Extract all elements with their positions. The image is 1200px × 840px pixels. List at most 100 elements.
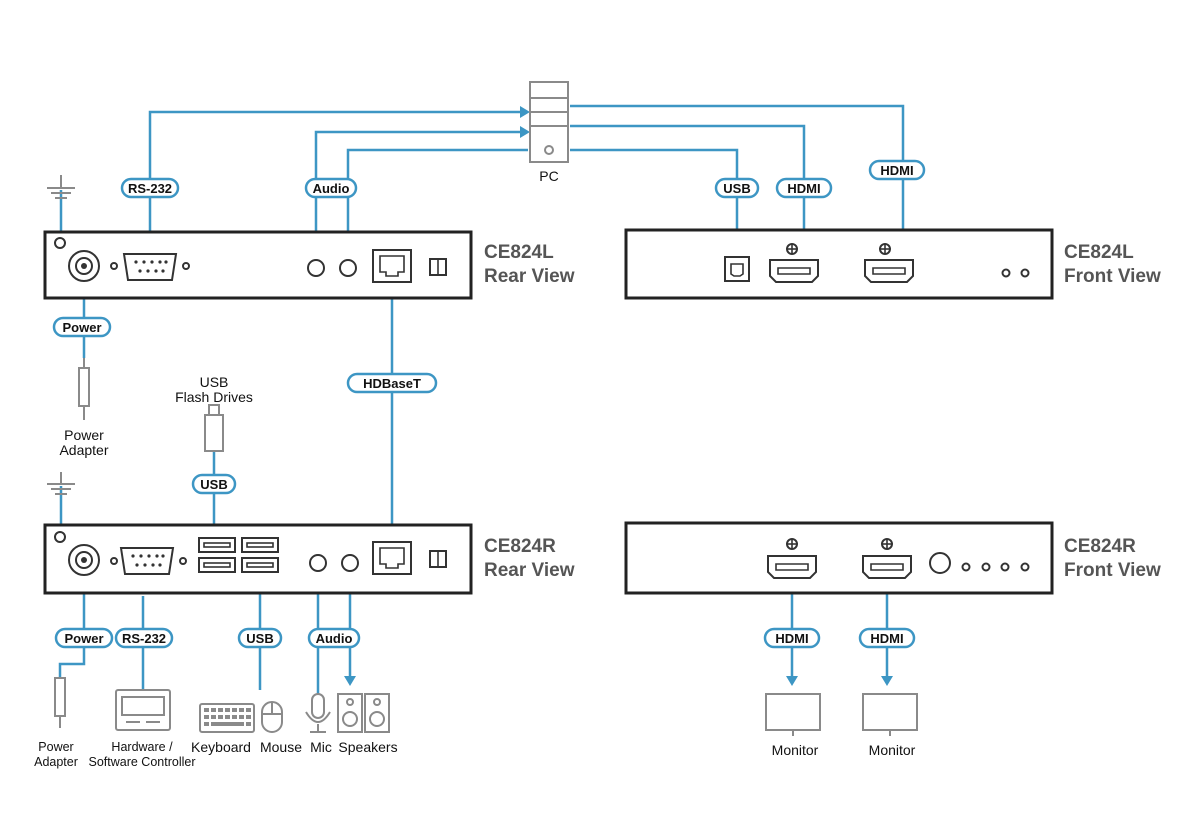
ce824r-rear-ports xyxy=(54,531,447,576)
mouse-icon xyxy=(261,701,283,733)
usb-top-pill xyxy=(714,177,760,199)
monitor-1-label: Monitor xyxy=(772,742,819,758)
audio-top-pill xyxy=(304,177,358,199)
serial-port-icon xyxy=(119,547,175,575)
usb-a-port-3-icon xyxy=(241,537,279,553)
hdmi-top-2-label: HDMI xyxy=(880,163,913,178)
mouse-label: Mouse xyxy=(260,739,302,755)
led-1-icon xyxy=(961,562,971,572)
power-adapter-top-line1: Power xyxy=(64,427,104,443)
audio-jack-1-icon xyxy=(307,259,325,277)
usb-a-port-4-icon xyxy=(241,557,279,573)
hdmi-top-2-cable xyxy=(570,104,905,250)
cable-labels: RS-232 Audio USB HDMI HDMI Power HDBaseT… xyxy=(52,159,926,649)
audio-bottom-pill xyxy=(307,627,361,649)
hdbaset-label: HDBaseT xyxy=(363,376,421,391)
monitor-2-label: Monitor xyxy=(869,742,916,758)
power-adapter-bottom-icon xyxy=(54,677,66,728)
controller-line2: Software Controller xyxy=(89,755,196,769)
keyboard-icon xyxy=(199,703,255,733)
mic-icon xyxy=(305,693,331,733)
hdmi-port-2-icon xyxy=(862,555,912,579)
hdmi-bottom-1-arrow xyxy=(786,676,798,686)
rs232-top-arrow xyxy=(520,106,530,118)
usb-bottom-label: USB xyxy=(246,631,273,646)
audio-bottom-label: Audio xyxy=(316,631,353,646)
rj45-port-icon xyxy=(372,249,412,283)
speakers-icon xyxy=(337,693,390,733)
led-2-icon xyxy=(1020,268,1030,278)
ground-screw-icon xyxy=(54,237,66,249)
ground-top-icon xyxy=(47,175,75,199)
ce824l-front-model: CE824L xyxy=(1064,242,1134,263)
usb-flash-drive-icon xyxy=(204,404,224,452)
rs232-top-pill xyxy=(120,177,180,199)
hdmi-bottom-1-label: HDMI xyxy=(775,631,808,646)
audio-top-cable-2 xyxy=(346,148,528,246)
ce824l-rear-ports xyxy=(54,237,447,283)
rs232-bottom-pill xyxy=(114,627,174,649)
rs232-bottom-label: RS-232 xyxy=(122,631,166,646)
usb-flash-pill xyxy=(191,473,237,495)
power-adapter-bottom-line1: Power xyxy=(38,740,73,754)
ce824l-rear-model: CE824L xyxy=(484,242,554,263)
rj45-port-icon xyxy=(372,541,412,575)
hdmi-bottom-2-arrow xyxy=(881,676,893,686)
push-button-icon xyxy=(929,552,951,574)
serial-port-icon xyxy=(122,253,178,281)
usb-flash-label: USB xyxy=(200,477,227,492)
audio-jack-2-icon xyxy=(341,554,359,572)
power-top-pill xyxy=(52,316,112,338)
controller-line1: Hardware / xyxy=(111,740,173,754)
usb-top-cable xyxy=(570,148,739,250)
ce824r-rear-model: CE824R xyxy=(484,536,556,557)
power-adapter-top-line2: Adapter xyxy=(59,442,108,458)
ce824l-front-ports xyxy=(724,243,1030,283)
hdmi-bottom-2-pill xyxy=(858,627,916,649)
usb-b-port-icon xyxy=(724,256,750,282)
rs232-top-cable xyxy=(148,110,520,252)
power-adapter-top-icon xyxy=(78,358,90,420)
audio-jack-1-icon xyxy=(309,554,327,572)
ce824r-front-view: Front View xyxy=(1064,560,1161,581)
pc-tower xyxy=(529,81,569,163)
hdmi-top-2-pill xyxy=(868,159,926,181)
ce824l-front-view: Front View xyxy=(1064,266,1161,287)
hdmi-bottom-1-pill xyxy=(763,627,821,649)
led-3-icon xyxy=(1000,562,1010,572)
usb-flash-line2: Flash Drives xyxy=(175,389,253,405)
power-top-label: Power xyxy=(62,320,101,335)
ce824r-front-ports xyxy=(767,538,1030,579)
ground-screw-icon xyxy=(54,531,66,543)
keyboard-label: Keyboard xyxy=(191,739,251,755)
hdmi-port-1-icon xyxy=(767,555,817,579)
rs232-top-label: RS-232 xyxy=(128,181,172,196)
monitor-2-icon xyxy=(862,693,918,736)
audio-top-cable-1 xyxy=(314,130,520,256)
ce824r-front-unit xyxy=(624,521,1054,595)
usb-a-port-1-icon xyxy=(198,537,236,553)
ce824l-front-unit xyxy=(624,228,1054,300)
audio-bottom-spk-arrow xyxy=(344,676,356,686)
hdmi-top-1-label: HDMI xyxy=(787,181,820,196)
usb-bottom-pill xyxy=(237,627,283,649)
led-4-icon xyxy=(1020,562,1030,572)
power-bottom-cable xyxy=(58,574,86,678)
mic-label: Mic xyxy=(310,739,332,755)
controller-icon xyxy=(115,689,171,731)
led-1-icon xyxy=(1001,268,1011,278)
power-bottom-pill xyxy=(54,627,114,649)
audio-top-label: Audio xyxy=(313,181,350,196)
led-2-icon xyxy=(981,562,991,572)
hdmi-top-1-cable xyxy=(570,124,806,250)
hdmi-port-2-icon xyxy=(864,259,914,283)
usb-top-label: USB xyxy=(723,181,750,196)
usb-flash-line1: USB xyxy=(200,374,229,390)
power-bottom-label: Power xyxy=(64,631,103,646)
usb-a-port-2-icon xyxy=(198,557,236,573)
pc-label: PC xyxy=(539,168,558,184)
audio-top-arrow-pc xyxy=(520,126,530,138)
hdmi-bottom-2-label: HDMI xyxy=(870,631,903,646)
hdmi-port-1-icon xyxy=(769,259,819,283)
